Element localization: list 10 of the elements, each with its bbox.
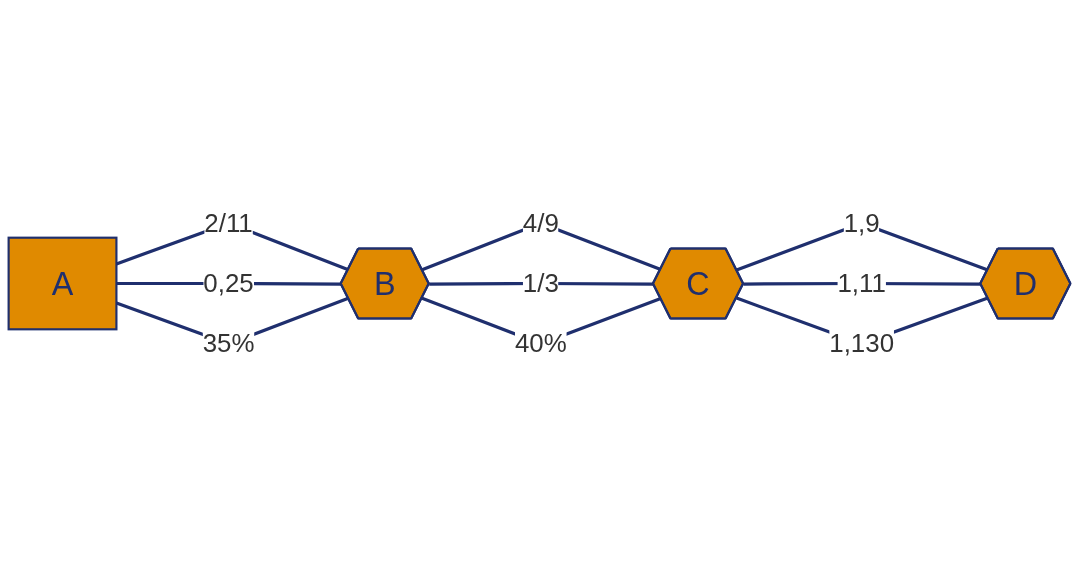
edge-label: 4/9 <box>522 208 559 238</box>
edge-label: 35% <box>202 328 255 358</box>
node-box: A <box>7 236 118 331</box>
edge-label: 0,25 <box>203 268 254 298</box>
edge-label: 1,130 <box>829 328 895 358</box>
edge-label: 40% <box>514 328 567 358</box>
edge-label: 2/11 <box>204 208 253 238</box>
edge-label: 1/3 <box>522 268 559 298</box>
edge-label: 1,11 <box>837 268 886 298</box>
edge-label: 1,9 <box>843 208 880 238</box>
